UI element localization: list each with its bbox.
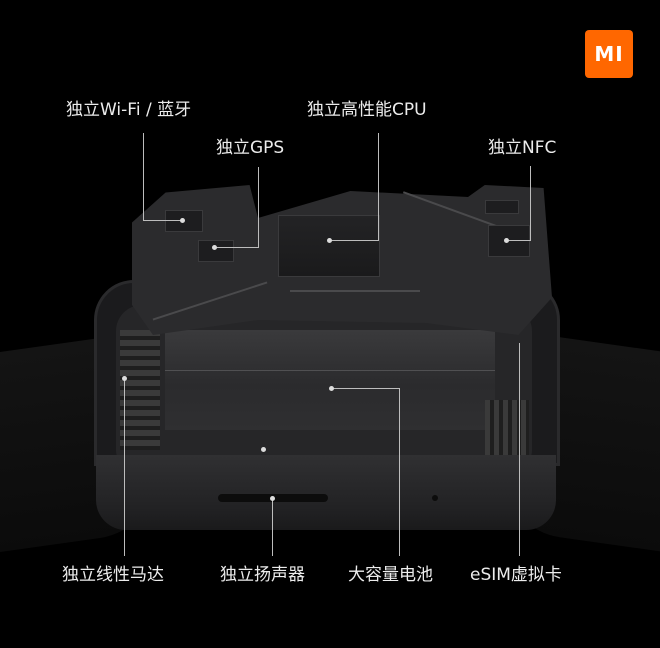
marker-dot-cpu — [327, 238, 332, 243]
pcb-trace — [290, 290, 420, 292]
leader-line-cpu — [330, 240, 379, 241]
leader-line-nfc — [530, 166, 531, 241]
label-wifi-bluetooth: 独立Wi-Fi / 蓝牙 — [66, 100, 192, 120]
leader-line-gps — [215, 247, 259, 248]
microphone-hole — [432, 495, 438, 501]
leader-line-wifi — [143, 220, 183, 221]
marker-dot-battery — [329, 386, 334, 391]
leader-line-battery — [399, 388, 400, 556]
marker-dot-wifi — [180, 218, 185, 223]
marker-dot-speaker-internal — [261, 447, 266, 452]
motor-component-graphic — [120, 330, 160, 450]
gps-chip — [198, 240, 234, 262]
label-gps: 独立GPS — [216, 138, 285, 158]
label-esim: eSIM虚拟卡 — [470, 565, 562, 585]
battery-graphic — [165, 330, 495, 430]
marker-dot-motor — [122, 376, 127, 381]
leader-line-nfc — [507, 240, 531, 241]
label-battery: 大容量电池 — [348, 565, 433, 585]
leader-line-battery — [331, 388, 399, 389]
label-nfc: 独立NFC — [488, 138, 557, 158]
leader-line-wifi — [143, 133, 144, 221]
battery-seam — [165, 370, 495, 371]
marker-dot-speaker — [270, 496, 275, 501]
marker-dot-nfc — [504, 238, 509, 243]
leader-line-esim — [519, 343, 520, 556]
cpu-chip — [278, 215, 380, 277]
nfc-connector — [485, 200, 519, 214]
marker-dot-gps — [212, 245, 217, 250]
esim-component-graphic — [485, 400, 529, 455]
leader-line-speaker — [272, 498, 273, 556]
leader-line-gps — [258, 167, 259, 247]
watch-bottom-face — [96, 455, 556, 530]
leader-line-motor — [124, 378, 125, 556]
leader-line-cpu — [378, 133, 379, 240]
label-cpu: 独立高性能CPU — [307, 100, 427, 120]
label-speaker: 独立扬声器 — [220, 565, 305, 585]
label-linear-motor: 独立线性马达 — [62, 565, 164, 585]
nfc-chip — [488, 225, 530, 257]
logo-text: MI — [594, 42, 624, 66]
xiaomi-logo: MI — [585, 30, 633, 78]
